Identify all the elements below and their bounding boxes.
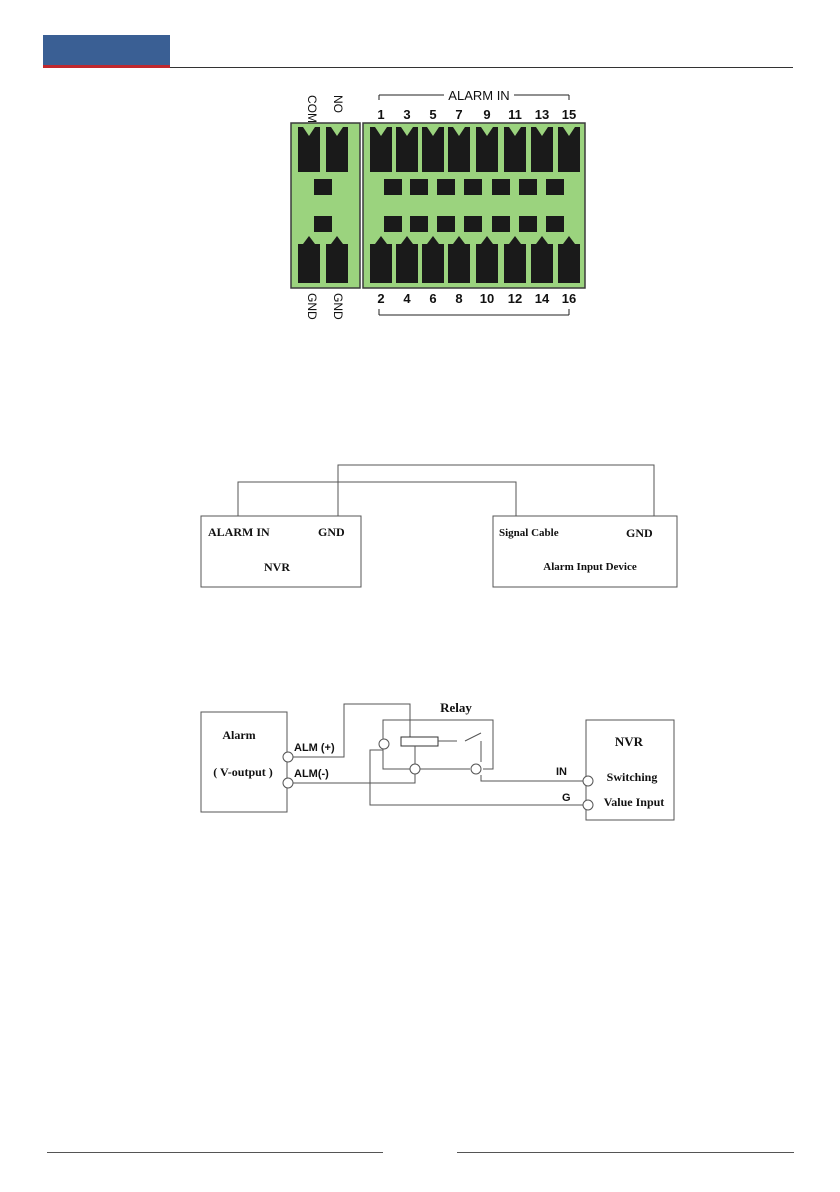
top-pin-5: 5 <box>429 107 436 122</box>
alm-minus-terminal <box>283 778 293 788</box>
top-pin-11: 11 <box>508 107 522 122</box>
device-gnd-label: GND <box>626 526 653 540</box>
alarm-in-bottom-bracket <box>379 309 569 315</box>
alarm-title: Alarm <box>222 728 255 742</box>
top-pin-9: 9 <box>483 107 490 122</box>
alarm-screw-bottom-7 <box>546 216 564 232</box>
relay-title: Relay <box>440 700 472 715</box>
bottom-pin-2: 2 <box>377 291 384 306</box>
top-pin-1: 1 <box>377 107 384 122</box>
top-pin-15: 15 <box>562 107 576 122</box>
signal-wire <box>238 482 516 516</box>
device-signal-label: Signal Cable <box>499 527 559 539</box>
relay-gnd-label-2: GND <box>331 293 345 320</box>
in-wire <box>481 775 583 781</box>
relay-gnd-label-1: GND <box>305 293 319 320</box>
relay-com-label: COM <box>305 95 319 123</box>
top-pin-13: 13 <box>535 107 549 122</box>
alarm-screw-top-1 <box>384 179 402 195</box>
bottom-pin-4: 4 <box>403 291 411 306</box>
alarm-screw-bottom-1 <box>384 216 402 232</box>
nvr-in-terminal <box>583 776 593 786</box>
bottom-pin-14: 14 <box>535 291 550 306</box>
alarm-screw-bottom-6 <box>519 216 537 232</box>
bottom-pin-16: 16 <box>562 291 576 306</box>
alarm-screw-top-6 <box>519 179 537 195</box>
ground-wire <box>338 465 654 516</box>
alarm-screw-bottom-2 <box>410 216 428 232</box>
relay-screw-bottom <box>314 216 332 232</box>
alarm-in-title: ALARM IN <box>448 88 509 103</box>
alarm-box <box>201 712 287 812</box>
footer-rule-left <box>47 1152 383 1153</box>
alm-plus-label: ALM (+) <box>294 742 335 754</box>
in-label: IN <box>556 766 567 778</box>
relay-terminal-bl <box>410 764 420 774</box>
relay-terminal-br <box>471 764 481 774</box>
relay-no-label: NO <box>331 95 345 113</box>
bottom-pin-6: 6 <box>429 291 436 306</box>
relay-nvr-line2: Value Input <box>604 795 665 809</box>
top-pin-7: 7 <box>455 107 462 122</box>
alarm-screw-bottom-5 <box>492 216 510 232</box>
bottom-pin-8: 8 <box>455 291 462 306</box>
top-pin-3: 3 <box>403 107 410 122</box>
nvr-g-terminal <box>583 800 593 810</box>
g-label: G <box>562 792 571 804</box>
nvr-name-label: NVR <box>264 560 290 574</box>
g-wire <box>370 750 583 805</box>
alarm-subtitle: ( V-output ) <box>213 765 273 779</box>
alarm-screw-top-7 <box>546 179 564 195</box>
relay-terminal-tl <box>379 739 389 749</box>
bottom-pin-12: 12 <box>508 291 522 306</box>
relay-switch-blade <box>465 733 481 741</box>
relay-nvr-line1: Switching <box>607 770 658 784</box>
bottom-pin-10: 10 <box>480 291 494 306</box>
nvr-gnd-label: GND <box>318 525 345 539</box>
device-name-label: Alarm Input Device <box>543 561 637 573</box>
bottom-pin-numbers: 2 4 6 8 10 12 14 16 <box>377 291 576 306</box>
relay-coil <box>401 737 438 746</box>
alm-plus-terminal <box>283 752 293 762</box>
alarm-screw-bottom-4 <box>464 216 482 232</box>
alarm-screw-top-2 <box>410 179 428 195</box>
alarm-screw-top-3 <box>437 179 455 195</box>
relay-nvr-title: NVR <box>615 734 644 749</box>
alarm-screw-bottom-3 <box>437 216 455 232</box>
footer-rule-right <box>457 1152 794 1153</box>
alarm-screw-top-5 <box>492 179 510 195</box>
alarm-screw-top-4 <box>464 179 482 195</box>
nvr-alarm-in-label: ALARM IN <box>208 525 270 539</box>
relay-screw-top <box>314 179 332 195</box>
alm-minus-label: ALM(-) <box>294 768 329 780</box>
